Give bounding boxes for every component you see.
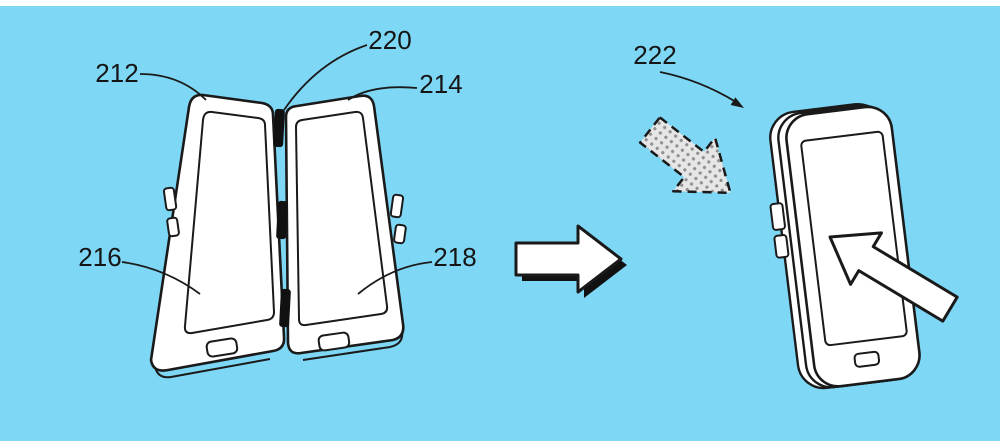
folded-home-button	[853, 350, 881, 368]
cursor-arrow-icon	[828, 231, 959, 323]
folded-hinge-knuckle	[773, 234, 790, 259]
leader-line-222	[659, 71, 737, 103]
leader-arrowhead-222	[730, 97, 744, 108]
leader-line-218	[357, 261, 433, 295]
right-home-button	[317, 331, 351, 352]
label-folded-device: 222	[633, 40, 676, 70]
left-side-button	[162, 186, 178, 212]
label-hinge: 220	[368, 25, 411, 55]
right-screen	[294, 110, 389, 327]
left-side-button	[166, 216, 180, 238]
leader-lines	[121, 44, 737, 295]
hinge	[273, 108, 291, 328]
block-arrow-body	[514, 224, 623, 294]
open-device	[149, 93, 407, 379]
label-left-panel: 212	[95, 58, 138, 88]
right-side-button	[389, 193, 405, 219]
leader-line-214	[347, 86, 418, 101]
cursor-arrow-body	[828, 231, 959, 323]
dashed-arrow-body	[638, 116, 732, 195]
folded-hinge-knuckle	[769, 202, 786, 231]
left-home-button	[205, 337, 239, 358]
left-screen	[183, 110, 276, 335]
dashed-halftone-arrow-icon	[638, 116, 732, 195]
leader-line-216	[121, 261, 201, 295]
hinge-knuckle	[279, 288, 291, 328]
leader-line-220	[283, 44, 368, 111]
leader-line-212	[139, 73, 207, 101]
block-arrow-right-icon	[514, 224, 627, 298]
label-right-screen: 218	[433, 242, 476, 272]
hinge-knuckle	[273, 108, 285, 148]
label-left-screen: 216	[78, 242, 121, 272]
hinge-knuckle	[276, 200, 288, 240]
right-side-button	[393, 223, 407, 245]
label-right-panel: 214	[419, 69, 462, 99]
